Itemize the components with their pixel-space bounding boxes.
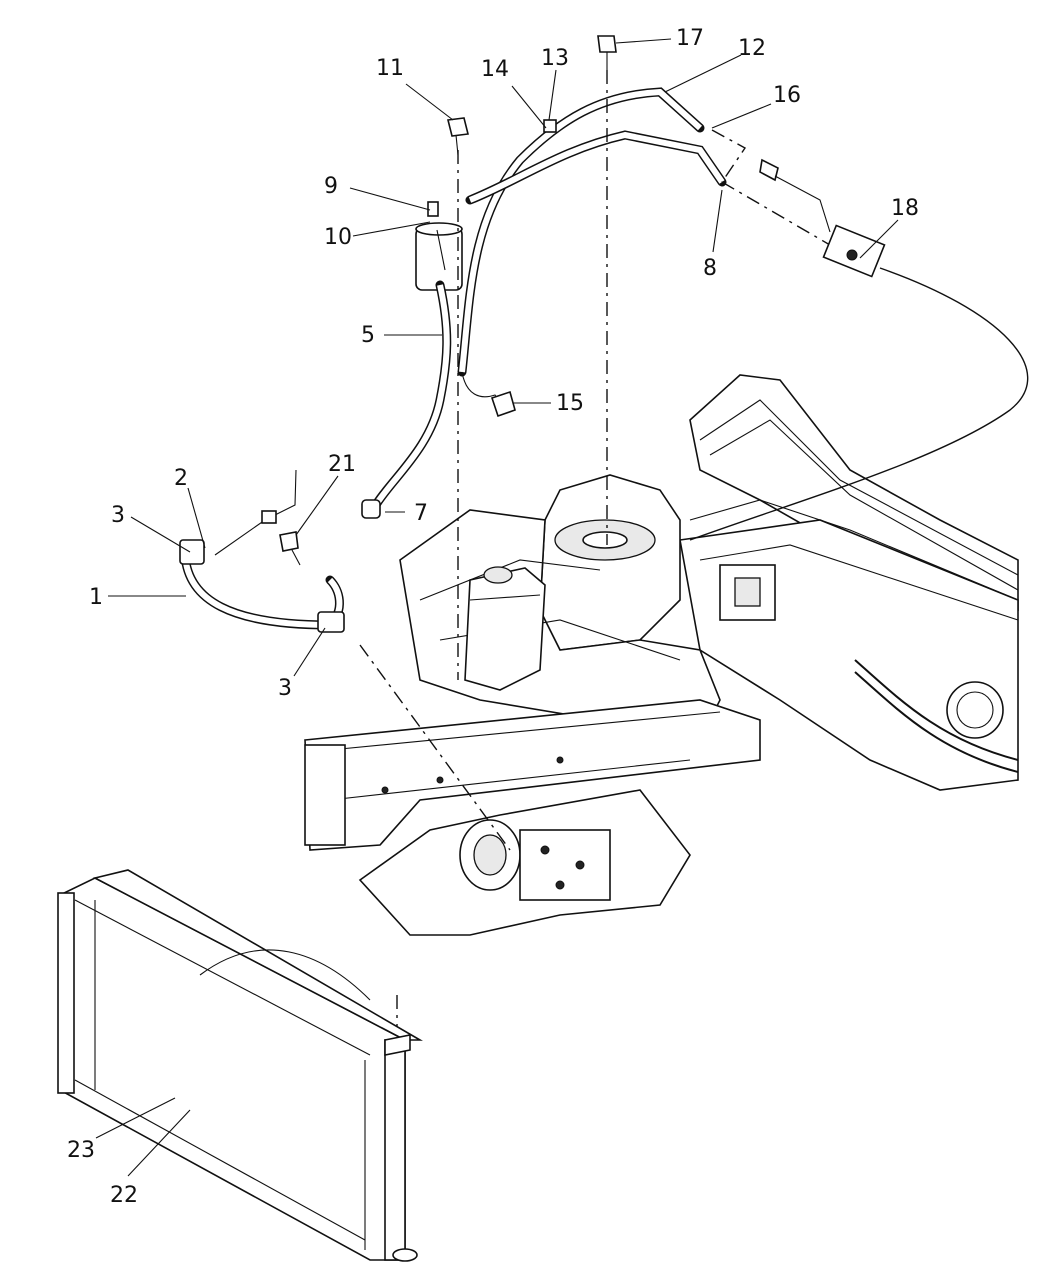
callout-11: 11 <box>376 56 404 81</box>
callouts: 1 2 3 3 5 7 8 9 10 11 12 13 14 15 16 17 … <box>67 26 919 1208</box>
callout-5: 5 <box>361 323 375 348</box>
callout-10: 10 <box>324 225 352 250</box>
callout-16: 16 <box>773 83 801 108</box>
callout-15: 15 <box>556 391 584 416</box>
receiver-drier <box>415 201 463 291</box>
callout-22: 22 <box>110 1183 138 1208</box>
callout-21: 21 <box>328 452 356 477</box>
callout-13: 13 <box>541 46 569 71</box>
callout-3-lower: 3 <box>278 676 292 701</box>
callout-2: 2 <box>174 466 188 491</box>
callout-7: 7 <box>414 501 428 526</box>
vehicle-body-structure <box>304 374 1019 936</box>
callout-3-upper: 3 <box>111 503 125 528</box>
leader-lines <box>95 38 899 1177</box>
callout-17: 17 <box>676 26 704 51</box>
callout-23: 23 <box>67 1138 95 1163</box>
callout-18: 18 <box>891 196 919 221</box>
bolts <box>279 35 617 566</box>
alignment-lines <box>359 70 608 1050</box>
callout-1: 1 <box>89 585 103 610</box>
callout-14: 14 <box>481 57 509 82</box>
condenser <box>57 869 423 1262</box>
callout-9: 9 <box>324 174 338 199</box>
callout-12: 12 <box>738 36 766 61</box>
callout-8: 8 <box>703 256 717 281</box>
ac-hoses <box>179 87 1029 633</box>
